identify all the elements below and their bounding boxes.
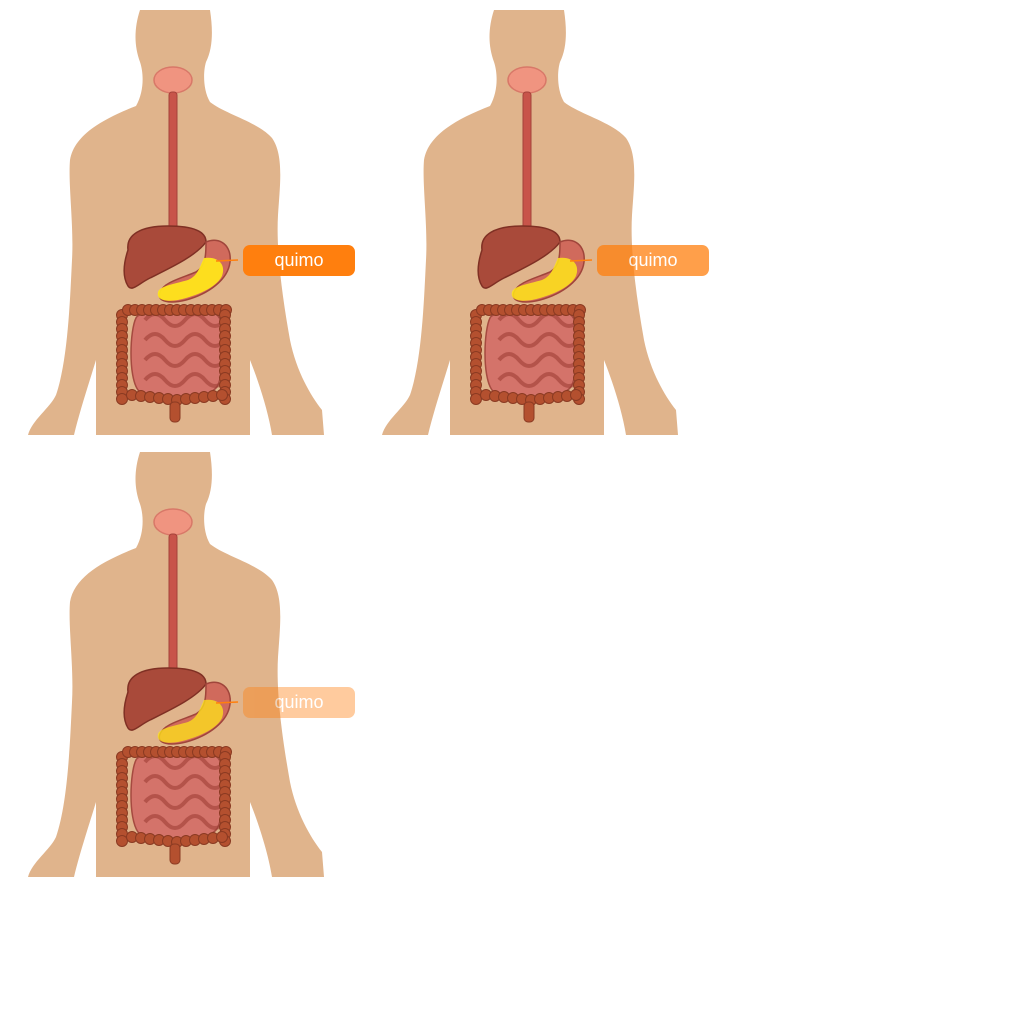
small-intestine-loop bbox=[497, 372, 581, 388]
digestive-system-illustration bbox=[28, 452, 324, 877]
chyme-label: quimo bbox=[243, 245, 355, 276]
label-pointer bbox=[215, 701, 239, 704]
frame-3: quimo bbox=[10, 452, 355, 877]
small-intestine-loop bbox=[497, 312, 581, 328]
mouth bbox=[153, 508, 193, 536]
rectum bbox=[169, 401, 181, 423]
small-intestine-loop bbox=[143, 312, 227, 328]
chyme-highlight bbox=[511, 257, 578, 301]
small-intestine-loop bbox=[143, 774, 227, 790]
chyme-highlight bbox=[157, 257, 224, 301]
label-pointer bbox=[569, 259, 593, 262]
liver bbox=[123, 667, 207, 731]
esophagus bbox=[168, 91, 178, 243]
digestive-system-illustration bbox=[28, 10, 324, 435]
liver bbox=[477, 225, 561, 289]
small-intestine-loop bbox=[143, 352, 227, 368]
rectum bbox=[523, 401, 535, 423]
small-intestine-loop bbox=[143, 332, 227, 348]
chyme-highlight bbox=[157, 699, 224, 743]
small-intestine-loop bbox=[143, 372, 227, 388]
small-intestine-loop bbox=[143, 814, 227, 830]
frame-1: quimo bbox=[10, 10, 355, 435]
small-intestine-loop bbox=[497, 332, 581, 348]
label-pointer bbox=[215, 259, 239, 262]
esophagus bbox=[522, 91, 532, 243]
rectum bbox=[169, 843, 181, 865]
chyme-label: quimo bbox=[243, 687, 355, 718]
liver bbox=[123, 225, 207, 289]
frame-2: quimo bbox=[364, 10, 709, 435]
small-intestine-loop bbox=[143, 754, 227, 770]
esophagus bbox=[168, 533, 178, 685]
mouth bbox=[507, 66, 547, 94]
chyme-label: quimo bbox=[597, 245, 709, 276]
small-intestine-loop bbox=[143, 794, 227, 810]
small-intestine-loop bbox=[497, 352, 581, 368]
digestive-system-illustration bbox=[382, 10, 678, 435]
mouth bbox=[153, 66, 193, 94]
